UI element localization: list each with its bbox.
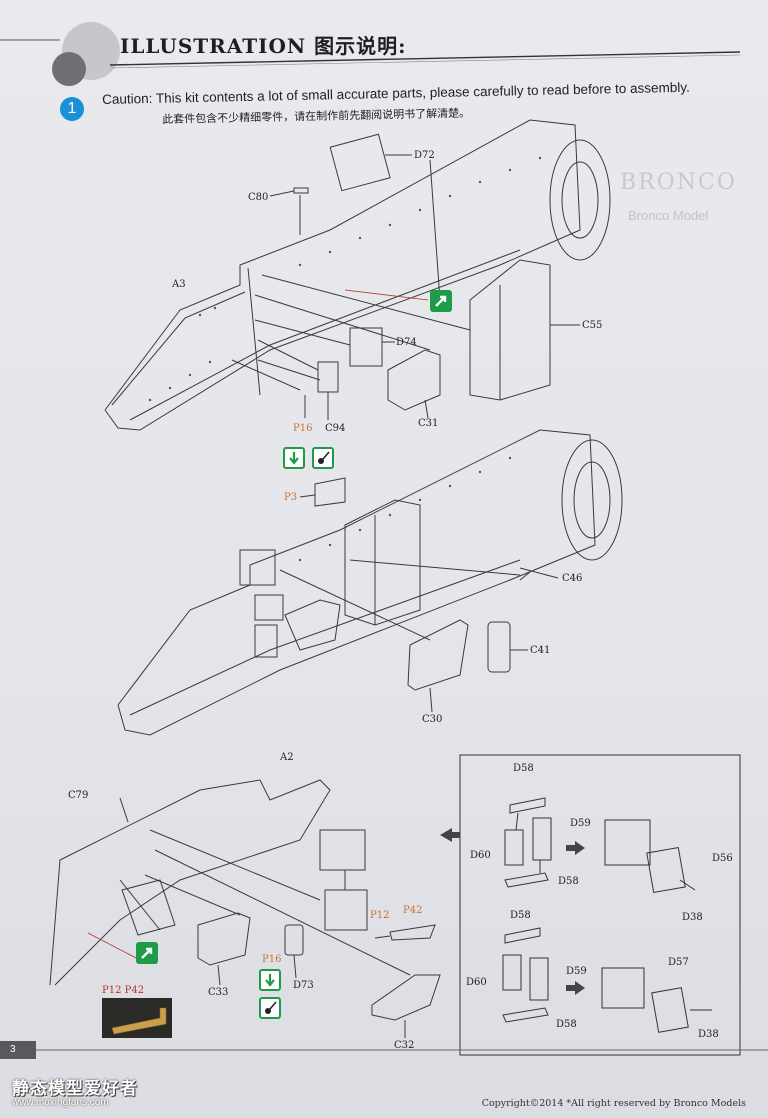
label-p16-top: P16 [293, 423, 313, 434]
label-d59-a: D59 [570, 818, 591, 829]
down-arrow-icon [283, 447, 305, 469]
label-p12-p42-left: P12 P42 [102, 985, 145, 996]
label-a3: A3 [172, 279, 186, 290]
direction-arrows [440, 828, 585, 995]
part-c94 [317, 361, 339, 393]
copyright-notice: Copyright©2014 *All right reserved by Br… [481, 1098, 746, 1109]
label-c41: C41 [530, 645, 551, 656]
watermark-url: www.moxingfans.com [12, 1097, 109, 1108]
page-title: ILLUSTRATION 图示说明: [120, 34, 407, 58]
label-c80: C80 [248, 192, 269, 203]
hull-panel-middle [117, 429, 623, 736]
label-a2: A2 [280, 752, 294, 763]
part-c31 [387, 349, 441, 411]
hull-panel-a2 [49, 779, 441, 1038]
label-d74: D74 [396, 337, 417, 348]
label-c94: C94 [325, 423, 346, 434]
label-c30: C30 [422, 714, 443, 725]
label-c33: C33 [208, 987, 229, 998]
part-d74 [349, 327, 383, 367]
label-d58-c: D58 [510, 910, 531, 921]
label-d73: D73 [293, 980, 314, 991]
label-d59-b: D59 [566, 966, 587, 977]
glue-drop-icon [312, 447, 334, 469]
label-d58-d: D58 [556, 1019, 577, 1030]
label-p16-bottom: P16 [262, 954, 282, 965]
label-p42: P42 [403, 905, 423, 916]
label-p3: P3 [284, 492, 298, 503]
red-callout-line-top [344, 289, 429, 301]
part-c55 [469, 259, 551, 401]
background-brand-mark: BRONCO [620, 170, 737, 195]
step-number-badge: 1 [60, 97, 84, 121]
label-c79: C79 [68, 790, 89, 801]
label-d72: D72 [414, 150, 435, 161]
label-c32: C32 [394, 1040, 415, 1051]
label-d58-a: D58 [513, 763, 534, 774]
glue-icon-top [430, 290, 452, 312]
label-d58-b: D58 [558, 876, 579, 887]
label-d56: D56 [712, 853, 733, 864]
watermark-site-name: 静态模型爱好者 [12, 1079, 138, 1098]
down-arrow-icon-bottom [259, 969, 281, 991]
label-c31: C31 [418, 418, 439, 429]
detail-inset-box [459, 754, 741, 1056]
label-d60-b: D60 [466, 977, 487, 988]
header-rule-lines [0, 39, 741, 69]
label-c46: C46 [562, 573, 583, 584]
glue-drop-icon-bottom [259, 997, 281, 1019]
part-d72 [329, 133, 391, 192]
page-number: 3 [0, 1041, 36, 1059]
label-d57: D57 [668, 957, 689, 968]
label-p12: P12 [370, 910, 390, 921]
label-c55: C55 [582, 320, 603, 331]
page-header: ILLUSTRATION 图示说明: [0, 0, 768, 95]
label-d60-a: D60 [470, 850, 491, 861]
red-callout-line-bottom [87, 932, 141, 961]
header-circle-decoration-dark [52, 52, 86, 86]
glue-icon-bottom [136, 942, 158, 964]
label-d38-a: D38 [682, 912, 703, 923]
background-brand-sub: Bronco Model [628, 208, 709, 223]
hull-panel-a3 [104, 119, 611, 431]
label-d38-b: D38 [698, 1029, 719, 1040]
